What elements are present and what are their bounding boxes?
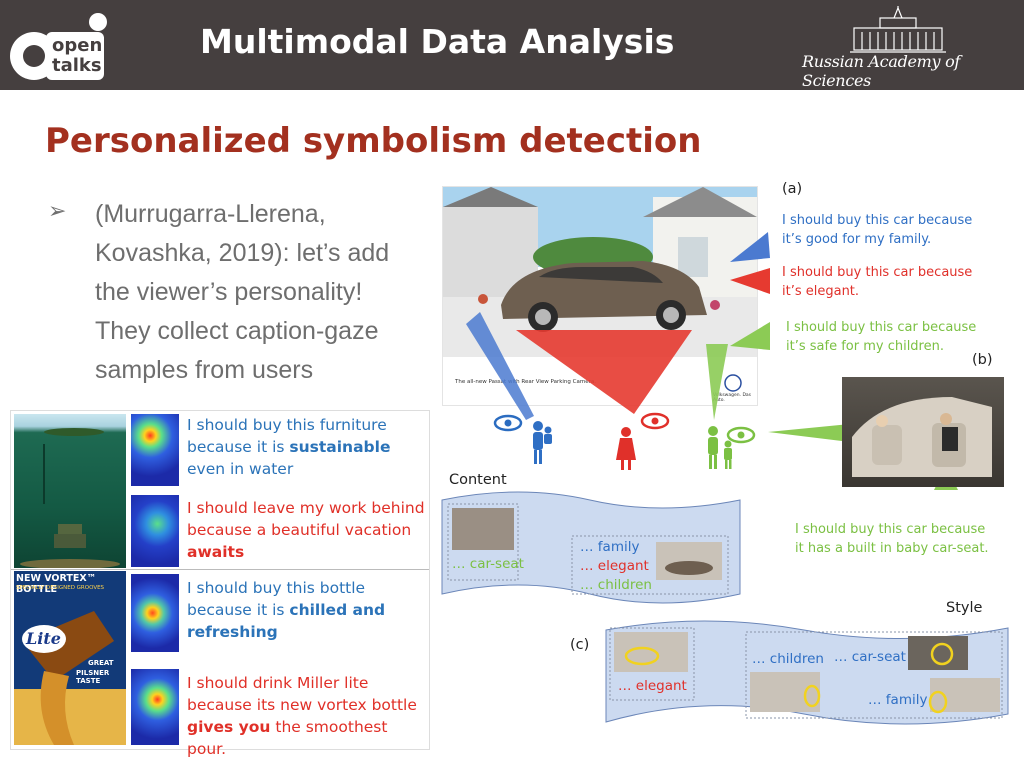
green-interior-arrow <box>768 424 850 442</box>
caption-elegant: I should buy this car because it’s elega… <box>782 263 972 301</box>
caption-line: I should buy this car because <box>795 522 986 537</box>
panel-divider <box>11 569 429 570</box>
red-gaze-triangle <box>516 330 692 414</box>
ad-caption: I should drink Miller lite because its n… <box>187 672 425 760</box>
caption-family: I should buy this car because it’s good … <box>782 211 972 249</box>
adult-and-child-icon <box>708 426 732 469</box>
style-label: Style <box>946 600 983 616</box>
caption-text: I should drink Miller lite because its n… <box>187 674 417 714</box>
academy-building-icon <box>850 6 946 59</box>
content-word-car-seat: … car-seat <box>452 556 524 572</box>
caption-text: I should leave my work behind because a … <box>187 499 425 539</box>
eye-icon <box>493 414 523 432</box>
caption-line: it has a built in baby car-seat. <box>795 541 989 556</box>
red-caption-arrow <box>730 268 770 294</box>
header-bar <box>0 0 1024 90</box>
caption-line: I should buy this car because <box>782 213 973 228</box>
caption-text: the smoothest pour. <box>187 718 388 758</box>
caption-line: it’s elegant. <box>782 284 860 299</box>
caption-baby-seat: I should buy this car because it has a b… <box>795 520 989 558</box>
green-gaze-triangle <box>706 344 728 420</box>
bullet-line: the viewer’s personality! <box>95 278 363 306</box>
slide-title: Personalized symbolism detection <box>45 121 702 161</box>
gaze-heatmap <box>131 414 179 486</box>
ad-caption: I should leave my work behind because a … <box>187 497 425 563</box>
academy-name: Russian Academy of Sciences <box>802 52 961 90</box>
caption-text: I should buy this furniture because it i… <box>187 416 387 456</box>
logo-dot <box>89 13 107 31</box>
style-ribbon <box>605 620 1009 725</box>
caption-line: I should buy this car because <box>782 265 973 280</box>
gaze-heatmap <box>131 495 179 567</box>
car-interior-image <box>842 377 1004 487</box>
caption-bold: awaits <box>187 543 245 561</box>
caption-bold: chilled and refreshing <box>187 601 386 641</box>
bullet-line: samples from users <box>95 356 314 384</box>
caption-line: it’s good for my family. <box>782 232 932 247</box>
bullet-line: Kovashka, 2019): let’s add <box>95 239 390 267</box>
caption-bold: sustainable <box>289 438 391 456</box>
gaze-overlay <box>466 232 958 490</box>
underwater-ad-image <box>14 414 126 569</box>
parent-with-child-icon <box>533 421 552 464</box>
style-word-car-seat: … car-seat <box>834 649 906 665</box>
ad-caption: I should buy this furniture because it i… <box>187 414 425 480</box>
bullet-line: They collect caption-gaze <box>95 317 379 345</box>
beer-ad-headline: NEW VORTEX™ BOTTLE <box>16 573 97 595</box>
open-talks-logo: open talks <box>8 8 110 84</box>
content-ribbon <box>441 491 741 604</box>
gaze-heatmap <box>131 669 179 745</box>
bullet-line: (Murrugarra-Llerena, <box>95 200 326 228</box>
content-label: Content <box>449 472 507 488</box>
eye-icon <box>640 412 670 430</box>
content-word-family: … family <box>580 539 640 555</box>
content-word-elegant: … elegant <box>580 558 649 574</box>
logo-word-talks: talks <box>52 55 102 76</box>
caption-bold: gives you <box>187 718 271 736</box>
header-title: Multimodal Data Analysis <box>200 22 675 61</box>
caption-text: even in water <box>187 460 294 478</box>
eye-icon <box>726 426 756 444</box>
ad-examples-panel: NEW VORTEX™ BOTTLE SPECIALLY DESIGNED GR… <box>10 410 430 758</box>
logo-hole <box>23 45 45 67</box>
logo-word-open: open <box>52 35 103 56</box>
caption-line: I should buy this car because <box>786 320 977 335</box>
beer-ad-pilsner: PILSNER TASTE <box>76 669 110 685</box>
green-caption-arrow <box>730 322 770 350</box>
caption-line: it’s safe for my children. <box>786 339 944 354</box>
blue-gaze-triangle <box>466 312 534 420</box>
beer-ad-subline: SPECIALLY DESIGNED GROOVES <box>16 585 105 591</box>
woman-icon <box>616 427 636 470</box>
bullet-arrow-icon: ➢ <box>48 199 67 224</box>
label-a: (a) <box>782 181 803 197</box>
style-word-elegant: … elegant <box>618 678 687 694</box>
label-c: (c) <box>570 637 590 653</box>
caption-text: I should buy this bottle because it is <box>187 579 366 619</box>
car-ad-brand: Volkswagen. Das Auto. <box>713 393 752 403</box>
label-b: (b) <box>972 352 993 368</box>
blue-caption-arrow <box>730 232 770 262</box>
beer-ad-image: NEW VORTEX™ BOTTLE SPECIALLY DESIGNED GR… <box>14 571 126 745</box>
ad-caption: I should buy this bottle because it is c… <box>187 577 425 643</box>
style-word-children: … children <box>752 651 824 667</box>
caption-children: I should buy this car because it’s safe … <box>786 318 976 356</box>
style-word-family: … family <box>868 692 928 708</box>
content-word-children: … children <box>580 577 652 593</box>
logo-graphic <box>10 13 107 80</box>
beer-ad-brand: Lite <box>26 629 61 648</box>
beer-ad-great: GREAT <box>88 659 114 667</box>
gaze-heatmap <box>131 574 179 652</box>
logo-plate <box>46 32 104 80</box>
bullet-text: (Murrugarra-Llerena, Kovashka, 2019): le… <box>95 195 435 390</box>
car-ad-caption: The all-new Passat with Rear View Parkin… <box>455 379 596 385</box>
